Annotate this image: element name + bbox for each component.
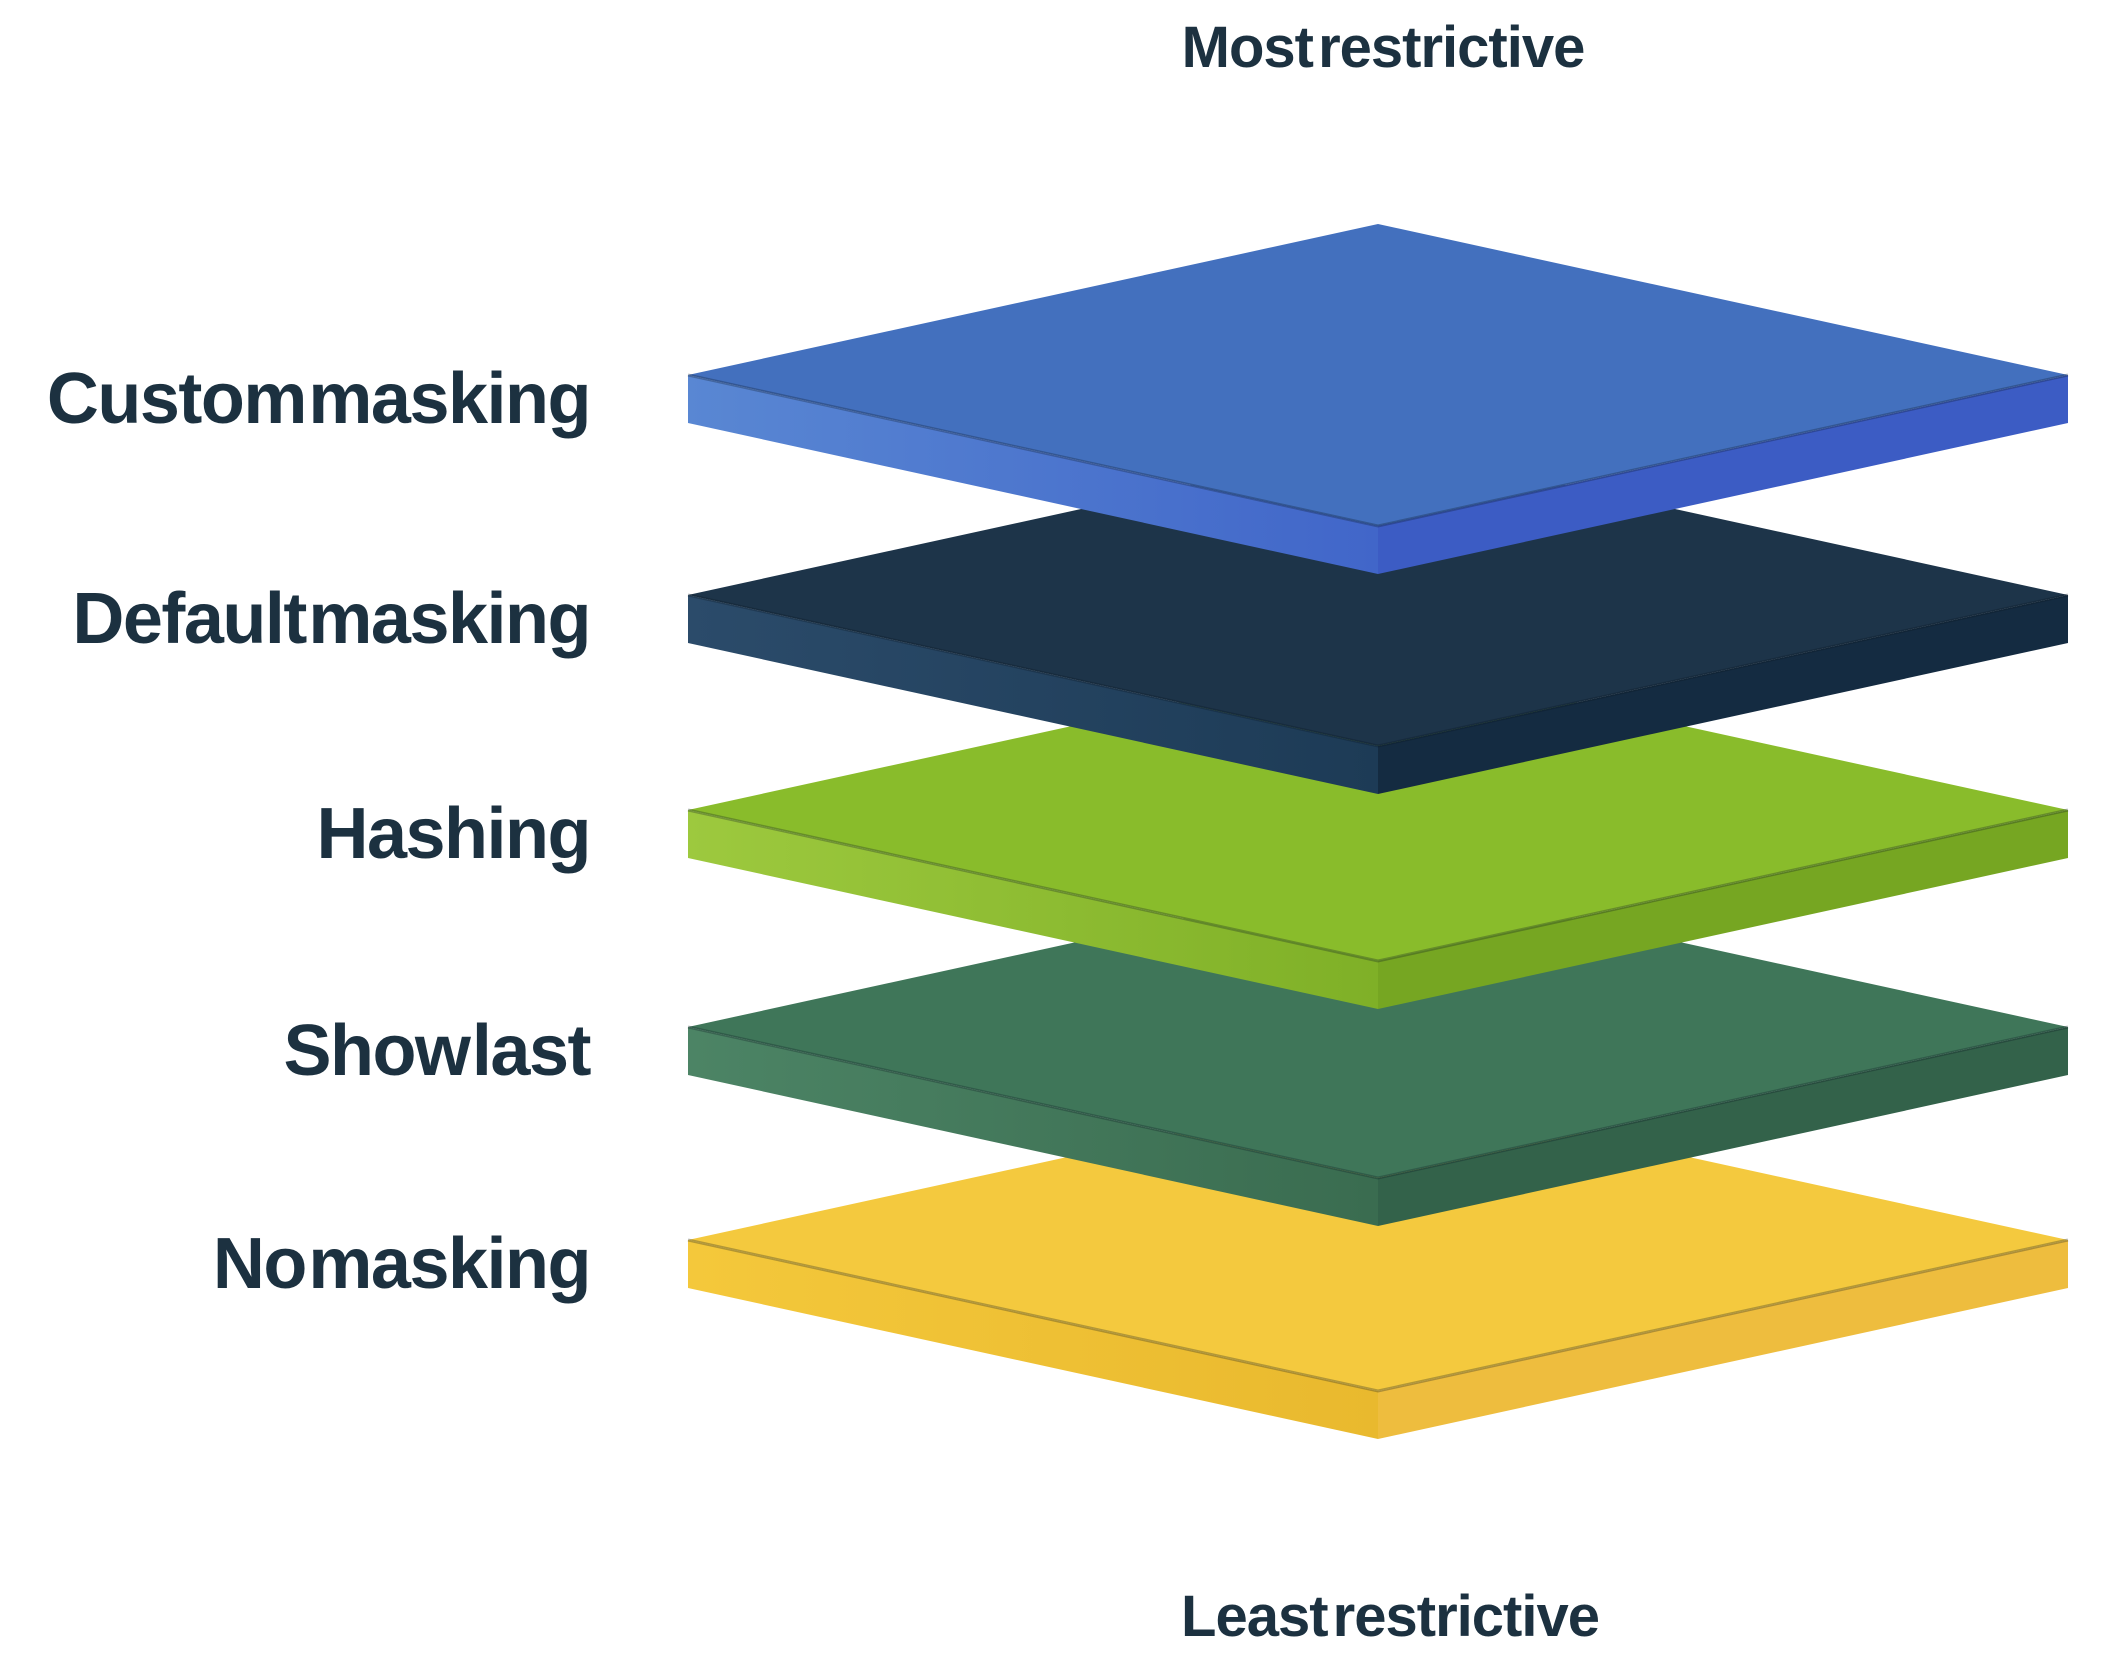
layer-default-masking-edge-seam [687, 593, 2069, 748]
layer-custom-masking-left-face [688, 375, 1378, 574]
layer-hashing-edge-seam [687, 808, 2069, 963]
most-restrictive-label: Most restrictive [1181, 15, 1586, 80]
layer-label-show-last: Show last [283, 1011, 591, 1091]
layer-no-masking-edge-seam [687, 1238, 2069, 1393]
layer-custom-masking [687, 224, 2069, 574]
layer-custom-masking-top-face [688, 224, 2068, 526]
least-restrictive-label: Least restrictive [1181, 1584, 1600, 1649]
layer-hashing-left-face [688, 810, 1378, 1009]
layer-custom-masking-right-face [1378, 375, 2068, 574]
layer-no-masking-left-face [688, 1240, 1378, 1439]
layer-label-default-masking: Default masking [72, 579, 591, 659]
layer-no-masking-right-face [1378, 1240, 2068, 1439]
layer-label-custom-masking: Custom masking [46, 359, 592, 439]
layer-show-last-right-face [1378, 1027, 2068, 1226]
layer-default-masking-top-face [688, 444, 2068, 746]
layer-default-masking [687, 444, 2069, 794]
layer-label-hashing: Hashing [316, 794, 591, 874]
layer-label-no-masking: No masking [212, 1224, 592, 1304]
layer-no-masking-top-face [688, 1089, 2068, 1391]
layer-show-last [687, 876, 2069, 1226]
layer-default-masking-right-face [1378, 595, 2068, 794]
layer-hashing-right-face [1378, 810, 2068, 1009]
layer-custom-masking-edge-seam [687, 373, 2069, 528]
layer-hashing-top-face [688, 659, 2068, 961]
layer-show-last-top-face [688, 876, 2068, 1178]
layer-hashing [687, 659, 2069, 1009]
layer-show-last-left-face [688, 1027, 1378, 1226]
layer-default-masking-left-face [688, 595, 1378, 794]
layer-show-last-edge-seam [687, 1025, 2069, 1180]
layer-no-masking [687, 1089, 2069, 1439]
